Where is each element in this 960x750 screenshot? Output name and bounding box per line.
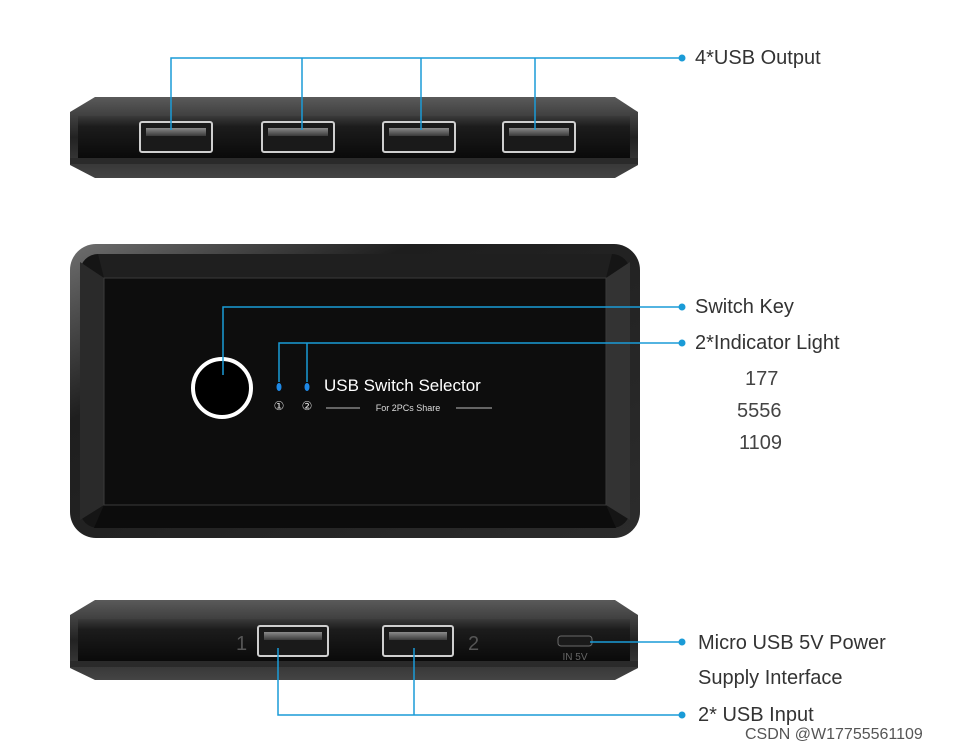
device-title: USB Switch Selector: [324, 376, 481, 395]
label-micro-usb-line1: Micro USB 5V Power: [698, 632, 886, 654]
callout-usb-output: [170, 57, 680, 130]
number-3: 1109: [739, 432, 783, 454]
micro-usb-port: [557, 635, 593, 647]
callout-switch-key: [222, 306, 680, 375]
led-mark-1: ①: [274, 399, 285, 413]
port-number-1: 1: [236, 633, 247, 655]
port-number-2: 2: [468, 633, 479, 655]
callout-dot: [678, 339, 686, 347]
label-micro-usb-line2: Supply Interface: [698, 667, 843, 689]
callout-dot: [678, 54, 686, 62]
label-switch-key: Switch Key: [695, 296, 794, 318]
power-port-text: IN 5V: [562, 652, 587, 663]
device-back-view: 1 2 IN 5V: [70, 600, 638, 680]
usb-input-port: [382, 625, 454, 657]
callout-indicator-light: [278, 342, 680, 382]
callout-dot: [678, 711, 686, 719]
usb-output-port: [382, 121, 456, 153]
number-1: 177: [745, 368, 779, 390]
usb-output-port: [261, 121, 335, 153]
indicator-led-2: [304, 383, 310, 391]
label-usb-output: 4*USB Output: [695, 47, 821, 69]
callout-dot: [678, 303, 686, 311]
device-top-view: ① ② USB Switch Selector For 2PCs Share: [70, 244, 640, 538]
callout-usb-input: [277, 648, 680, 716]
watermark: CSDN @W17755561109: [745, 726, 923, 743]
usb-input-port: [257, 625, 329, 657]
callout-dot: [678, 638, 686, 646]
led-mark-2: ②: [302, 399, 313, 413]
indicator-led-1: [276, 383, 282, 391]
usb-output-port: [502, 121, 576, 153]
number-2: 5556: [737, 400, 782, 422]
usb-output-port: [139, 121, 213, 153]
switch-key-button: [191, 357, 253, 419]
device-front-view: [70, 97, 638, 178]
label-usb-input: 2* USB Input: [698, 704, 814, 726]
label-indicator-light: 2*Indicator Light: [695, 332, 840, 354]
device-subtitle: For 2PCs Share: [376, 403, 441, 413]
